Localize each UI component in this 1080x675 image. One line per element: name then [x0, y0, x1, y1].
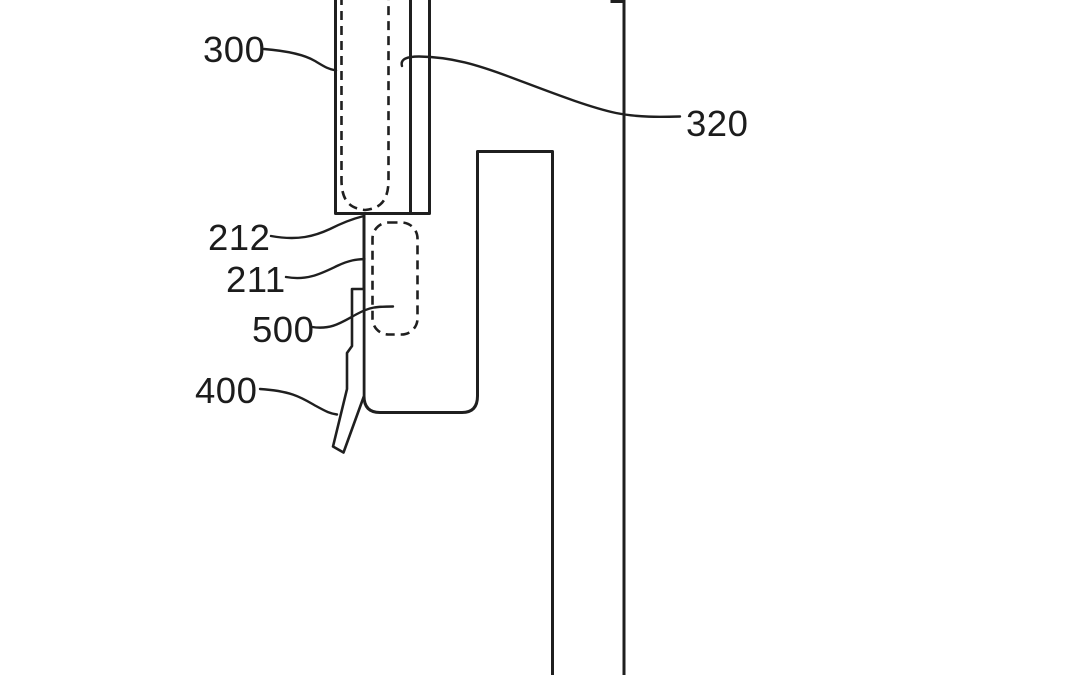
ref-label-211: 211 [226, 259, 286, 300]
ref-label-500: 500 [252, 309, 314, 350]
leader-line-300 [262, 47, 338, 72]
part-300-outer-rect [334, 0, 431, 215]
dashed-tube [340, 0, 390, 212]
leader-line-211 [284, 257, 366, 280]
leader-line-212 [269, 215, 364, 240]
ref-label-400: 400 [195, 370, 257, 411]
leader-line-320 [400, 55, 682, 119]
ref-label-320: 320 [686, 103, 748, 144]
leader-line-400 [258, 387, 339, 416]
leader-line-500 [310, 305, 395, 329]
u-channel-wall [362, 150, 554, 675]
ref-label-300: 300 [203, 29, 265, 70]
part-500-dashed-balloon [371, 221, 419, 336]
ref-label-212: 212 [208, 217, 270, 258]
part-400-clip [331, 287, 366, 454]
